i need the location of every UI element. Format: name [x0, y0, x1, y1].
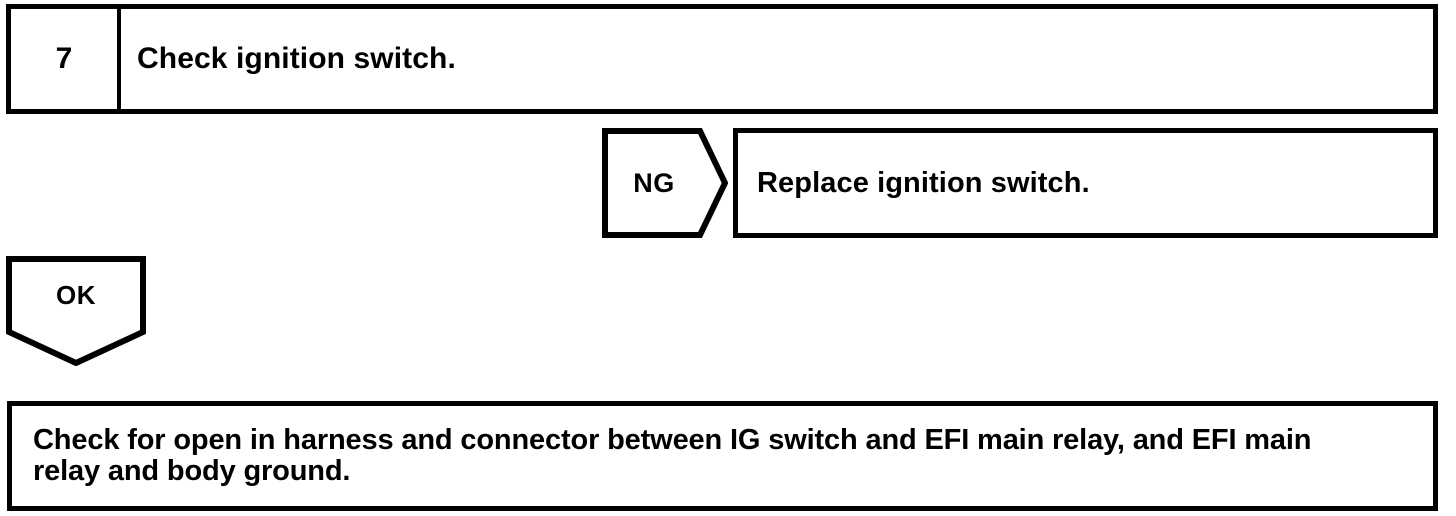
ok-branch-arrow: OK	[6, 256, 146, 366]
step-instruction-text: Check ignition switch.	[137, 42, 456, 75]
ng-result-text: Replace ignition switch.	[757, 166, 1090, 199]
ng-result-box: Replace ignition switch.	[733, 128, 1438, 238]
step-row: 7 Check ignition switch.	[6, 4, 1438, 114]
step-number: 7	[55, 42, 73, 75]
ng-branch-label: NG	[633, 167, 675, 198]
next-step-text: Check for open in harness and connector …	[33, 423, 1312, 487]
next-step-box: Check for open in harness and connector …	[7, 401, 1438, 511]
ng-branch-arrow: NG	[602, 128, 728, 238]
step-instruction-cell: Check ignition switch.	[121, 9, 1433, 109]
pentagon-arrow-right-icon	[602, 128, 728, 238]
pentagon-arrow-down-icon	[6, 256, 146, 366]
step-number-cell: 7	[11, 9, 121, 109]
ok-branch-label: OK	[56, 279, 96, 310]
